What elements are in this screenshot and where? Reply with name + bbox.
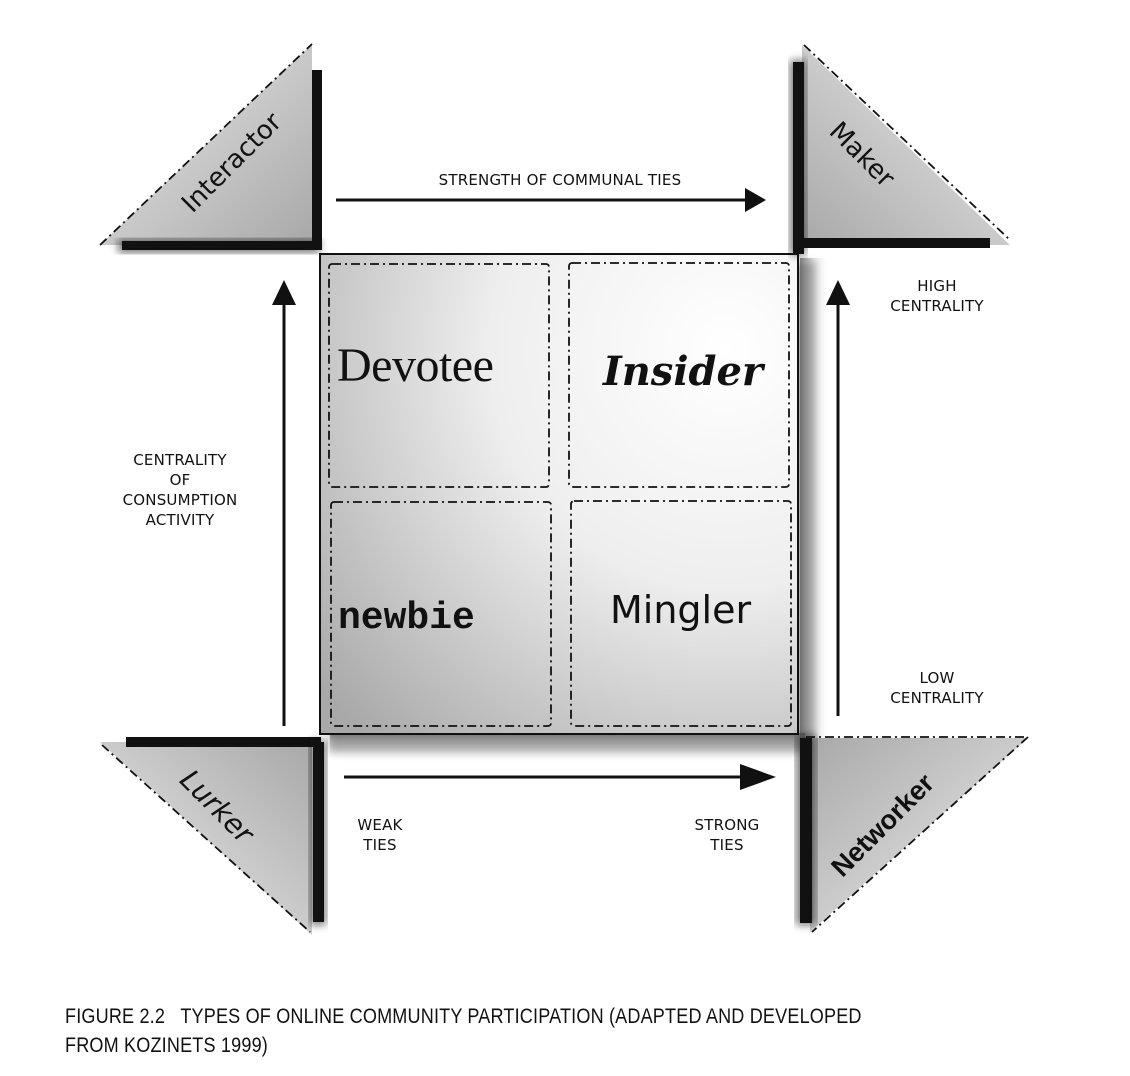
arrow-head-right: [826, 280, 850, 305]
caption-line-1: FIGURE 2.2 TYPES OF ONLINE COMMUNITY PAR…: [65, 1005, 862, 1028]
arrow-head-bottom: [740, 764, 776, 790]
quadrant-box-mingler: [570, 500, 792, 727]
quadrant-box-newbie: [330, 501, 552, 727]
quadrant-label-insider: Insider: [603, 348, 763, 395]
caption-line-2: FROM KOZINETS 1999): [65, 1034, 268, 1057]
label-strong-line: TIES: [710, 836, 744, 854]
axis-label-centrality-line: CENTRALITY: [133, 451, 227, 469]
arrow-head-left: [272, 280, 296, 305]
label-strong-line: STRONG: [694, 816, 760, 834]
axis-label-centrality: CENTRALITY OF CONSUMPTION ACTIVITY: [100, 450, 260, 530]
label-weak-ties: WEAK TIES: [340, 815, 420, 855]
axis-label-centrality-line: OF: [169, 471, 191, 489]
figure-caption: FIGURE 2.2 TYPES OF ONLINE COMMUNITY PAR…: [65, 1002, 942, 1060]
label-low-line: LOW: [919, 669, 955, 687]
label-weak-line: TIES: [363, 836, 397, 854]
label-strong-ties: STRONG TIES: [672, 815, 782, 855]
axis-label-strength-of-ties: STRENGTH OF COMMUNAL TIES: [438, 171, 682, 189]
quadrant-label-mingler: Mingler: [610, 588, 752, 632]
quadrant-box-insider: [568, 262, 790, 488]
corner-triangle-top-left: [99, 43, 322, 253]
square-shadow-right: [800, 258, 830, 738]
quadrant-label-newbie: newbie: [338, 597, 475, 640]
corner-triangle-bottom-left: [100, 737, 326, 935]
label-high-line: CENTRALITY: [890, 297, 984, 315]
diagram-graphics: [99, 43, 1029, 935]
quadrant-box-devotee: [328, 263, 550, 488]
arrow-head-top: [745, 188, 766, 212]
corner-triangle-bottom-right: [796, 735, 1029, 933]
label-weak-line: WEAK: [357, 816, 403, 834]
quadrant-label-devotee: Devotee: [337, 339, 494, 392]
label-high-centrality: HIGH CENTRALITY: [862, 276, 1012, 316]
central-square: [319, 253, 799, 735]
label-low-line: CENTRALITY: [890, 689, 984, 707]
label-high-line: HIGH: [917, 277, 957, 295]
corner-triangle-top-right: [790, 44, 1011, 255]
participation-diagram: Interactor Maker Lurker Networker Devote…: [99, 43, 1029, 935]
axis-label-centrality-line: CONSUMPTION: [122, 491, 238, 509]
label-low-centrality: LOW CENTRALITY: [862, 668, 1012, 708]
quadrant-boxes: [328, 262, 792, 727]
axis-label-centrality-line: ACTIVITY: [145, 511, 215, 529]
square-shadow-bottom: [330, 733, 805, 763]
